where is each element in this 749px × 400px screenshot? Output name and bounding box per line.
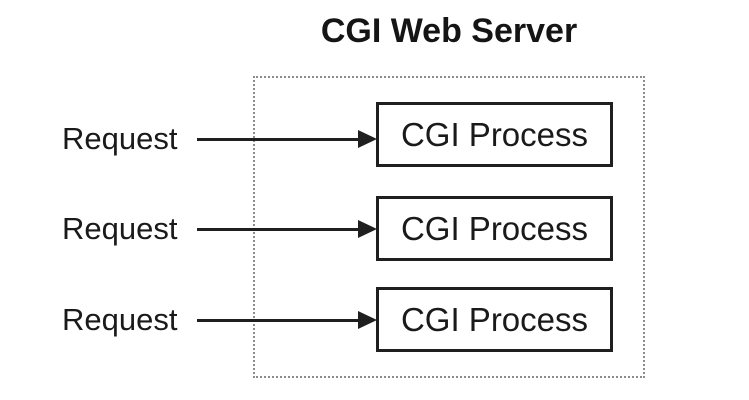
cgi-process-box: CGI Process (376, 196, 613, 261)
request-label: Request (62, 302, 178, 337)
request-label: Request (62, 211, 178, 246)
cgi-process-box: CGI Process (376, 287, 613, 352)
request-arrow-line (197, 138, 360, 141)
server-boundary-box (253, 76, 645, 378)
cgi-process-box: CGI Process (376, 102, 613, 167)
request-arrow-line (197, 228, 360, 231)
request-arrow-line (197, 319, 360, 322)
request-label: Request (62, 121, 178, 156)
arrowhead-icon (358, 130, 377, 148)
arrowhead-icon (358, 311, 377, 329)
diagram-title: CGI Web Server (320, 12, 578, 50)
arrowhead-icon (358, 220, 377, 238)
